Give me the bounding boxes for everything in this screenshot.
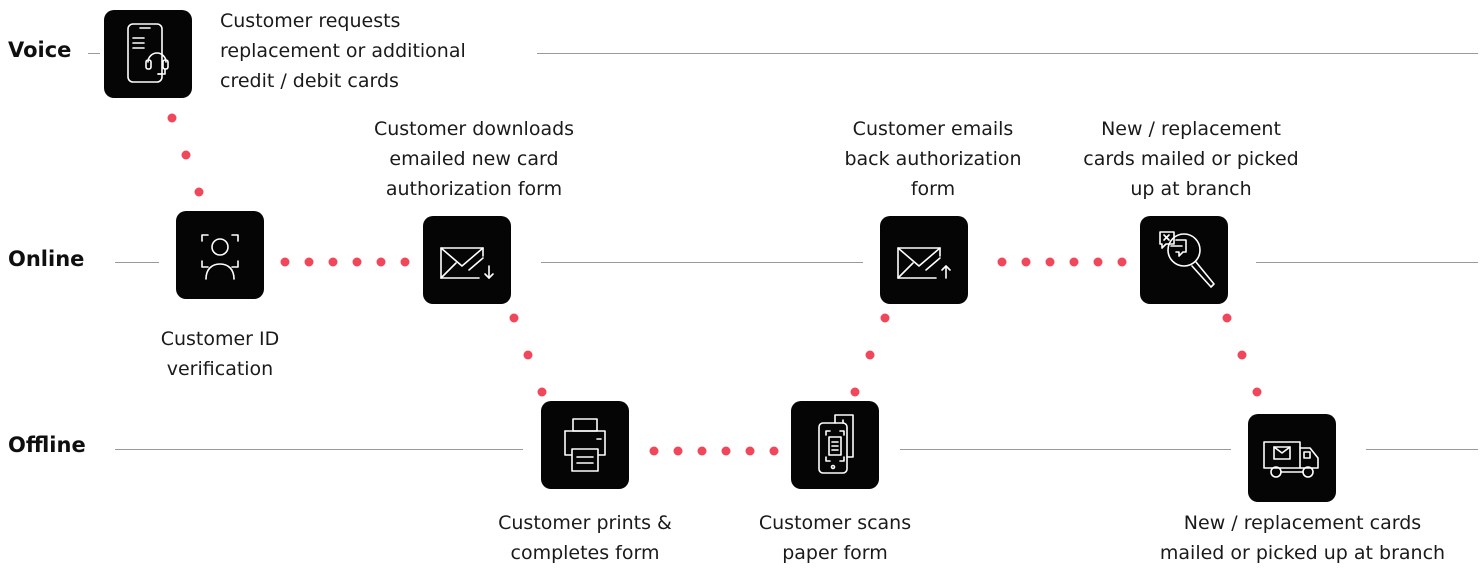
step-scan-form-node	[791, 401, 879, 489]
phone-scan-document-icon	[818, 414, 854, 474]
step-request-caption: Customer requests replacement or additio…	[220, 10, 466, 92]
step-request-node	[104, 10, 192, 98]
online-lane-line	[1256, 262, 1478, 263]
email-download-icon	[440, 247, 494, 279]
lane-label-online: Online	[8, 247, 85, 271]
offline-lane-line	[115, 449, 523, 450]
step-cards-offline-node	[1248, 414, 1336, 502]
printer-icon	[564, 418, 606, 472]
voice-lane-line	[537, 53, 1478, 54]
step-email-back-caption: Customer emails back authorization form	[844, 118, 1022, 200]
lane-label-voice: Voice	[8, 38, 72, 62]
offline-lane-line	[1366, 449, 1478, 450]
step-id-verification-node	[176, 211, 264, 299]
email-upload-icon	[897, 247, 951, 279]
voice-lane-line	[88, 53, 100, 54]
step-cards-online-node	[1140, 216, 1228, 304]
step-cards-online-caption: New / replacement cards mailed or picked…	[1083, 118, 1299, 200]
online-lane-line	[115, 262, 159, 263]
step-id-verification-caption: Customer ID verification	[160, 328, 280, 380]
chat-search-icon	[1159, 231, 1215, 288]
step-scan-form-caption: Customer scans paper form	[758, 512, 912, 564]
step-print-form-node	[541, 401, 629, 489]
face-scan-icon	[201, 234, 239, 280]
step-download-form-node	[423, 216, 511, 304]
delivery-truck-icon	[1263, 441, 1319, 478]
lane-label-offline: Offline	[8, 433, 86, 457]
step-cards-offline-caption: New / replacement cards mailed or picked…	[1159, 512, 1446, 564]
step-download-form-caption: Customer downloads emailed new card auth…	[373, 118, 575, 200]
offline-lane-line	[900, 449, 1231, 450]
online-lane-line	[541, 262, 863, 263]
step-print-form-caption: Customer prints & completes form	[498, 512, 672, 564]
phone-headset-icon	[127, 23, 169, 83]
step-email-back-node	[880, 216, 968, 304]
